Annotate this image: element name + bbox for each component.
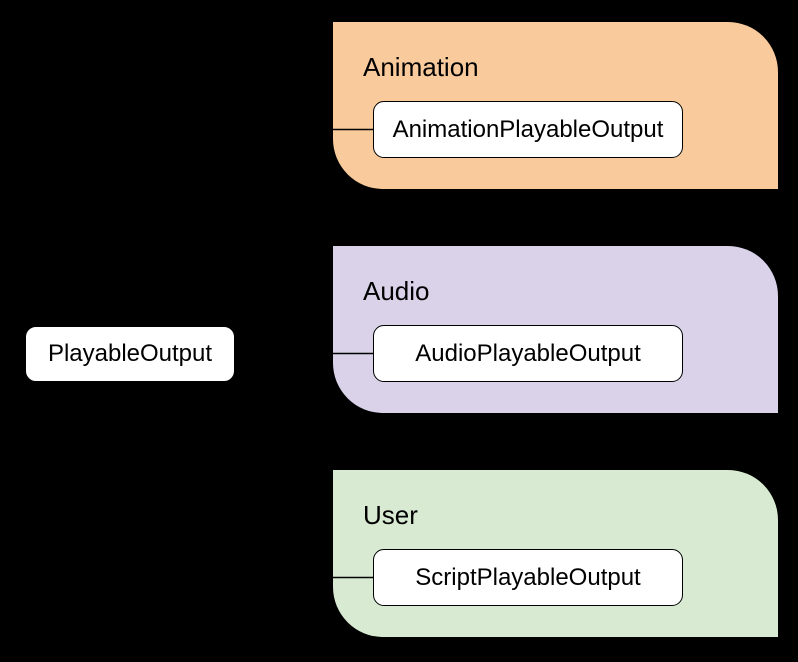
node-script-playable-output: ScriptPlayableOutput [373,549,683,606]
group-audio: Audio AudioPlayableOutput [333,246,778,413]
node-audio-playable-output: AudioPlayableOutput [373,325,683,382]
node-script-playable-output-label: ScriptPlayableOutput [415,563,641,591]
group-user-label: User [363,500,418,530]
group-user: User ScriptPlayableOutput [333,470,778,637]
group-animation: Animation AnimationPlayableOutput [333,22,778,189]
node-animation-playable-output-label: AnimationPlayableOutput [392,115,664,143]
group-animation-label: Animation [363,52,479,82]
node-playable-output: PlayableOutput [25,326,235,382]
node-audio-playable-output-label: AudioPlayableOutput [415,339,641,367]
group-audio-label: Audio [363,276,430,306]
node-animation-playable-output: AnimationPlayableOutput [373,101,683,158]
node-playable-output-label: PlayableOutput [47,340,213,367]
